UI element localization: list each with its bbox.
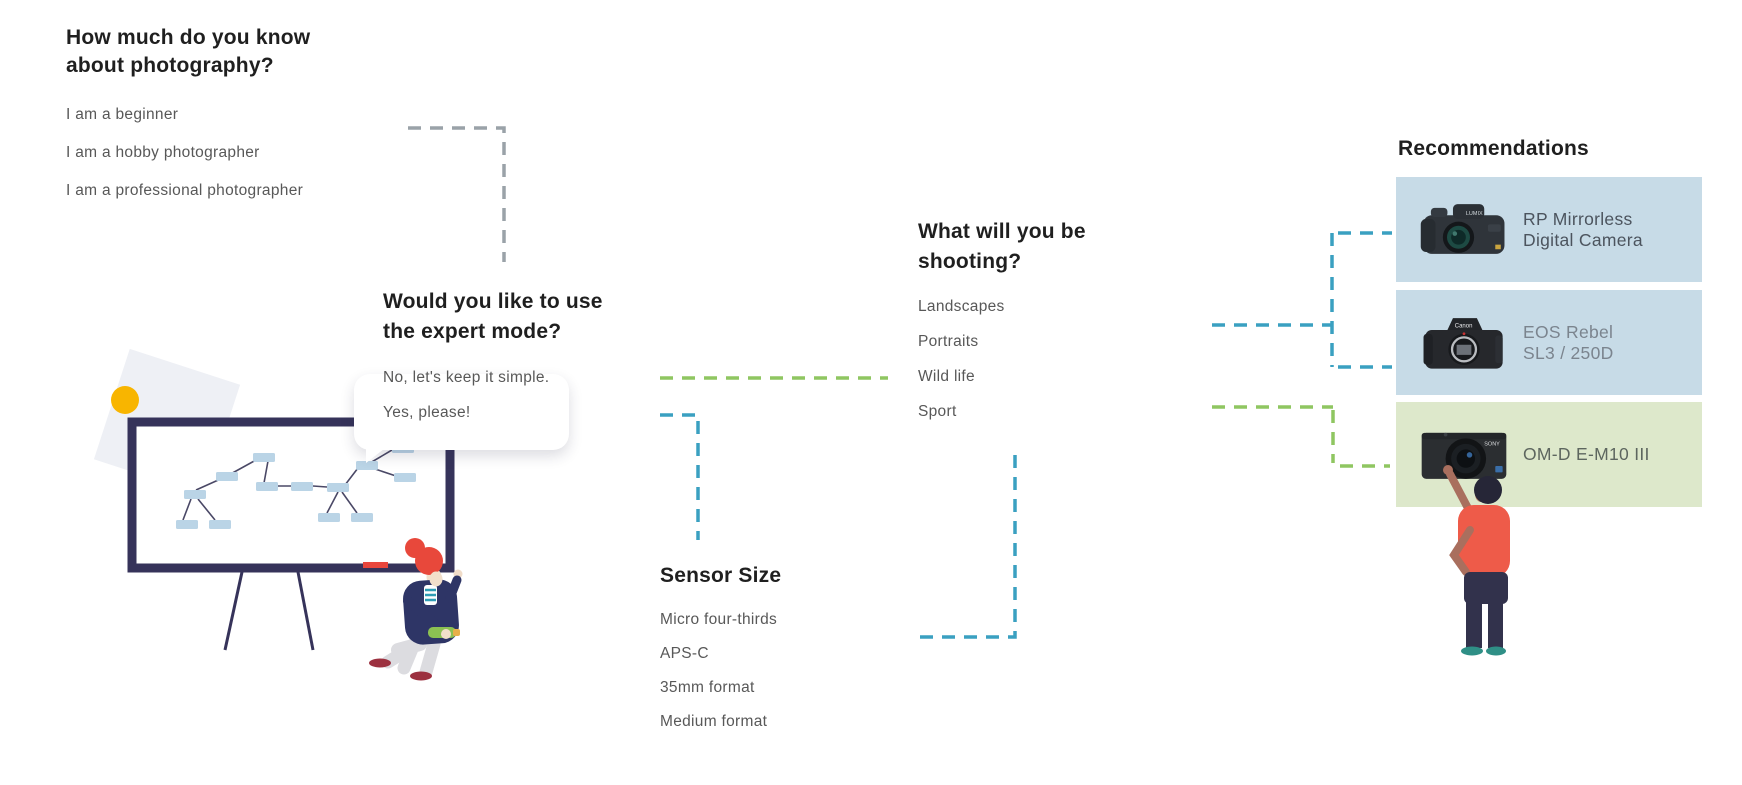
options-knowledge: I am a beginner I am a hobby photographe… xyxy=(66,96,303,210)
title-line: about photography? xyxy=(66,54,274,77)
bridge-camera-image: LUMIX xyxy=(1420,204,1505,254)
option-micro-four-thirds[interactable]: Micro four-thirds xyxy=(660,611,778,628)
presenter-jacket xyxy=(403,579,459,645)
brand-label: LUMIX xyxy=(1466,211,1483,217)
option-portraits[interactable]: Portraits xyxy=(918,332,979,350)
recommendation-card-rp-mirrorless[interactable]: LUMIX RP Mirrorless Digital Camera xyxy=(1396,177,1702,282)
card-title: RP Mirrorless Digital Camera xyxy=(1523,208,1643,250)
connector-shooting-to-sensor xyxy=(912,455,1017,639)
option-medium-format[interactable]: Medium format xyxy=(660,713,768,730)
presenter-hair-bun xyxy=(415,547,443,575)
compact-camera-image: SONY xyxy=(1421,432,1507,479)
pointer-leg xyxy=(1488,600,1503,648)
card-title: EOS Rebel SL3 / 250D xyxy=(1523,321,1614,363)
title-line: the expert mode? xyxy=(383,320,562,343)
recommendations-title: Recommendations xyxy=(1398,137,1589,160)
option-landscapes[interactable]: Landscapes xyxy=(918,297,1005,315)
board-red-marker xyxy=(363,562,388,568)
recommendation-card-eos-rebel[interactable]: Canon EOS Rebel SL3 / 250D xyxy=(1396,290,1702,395)
presenter-striped-shirt xyxy=(425,588,436,602)
connector-expert-yes-to-sensor xyxy=(660,413,700,540)
presenter-arm xyxy=(403,596,449,636)
title-line: Sensor Size xyxy=(660,564,782,587)
presenter-raised-hand xyxy=(453,569,463,579)
recommendation-card-omd[interactable]: SONY OM-D E-M10 III xyxy=(1396,402,1702,507)
option-keep-it-simple[interactable]: No, let's keep it simple. xyxy=(383,368,550,386)
question-title-shooting: What will you be shooting? xyxy=(918,217,1086,277)
presenter-shoe xyxy=(369,658,391,668)
pointer-shoe xyxy=(1486,646,1506,656)
option-wild-life[interactable]: Wild life xyxy=(918,367,975,385)
card-title: OM-D E-M10 III xyxy=(1523,444,1650,464)
presenter-shoe xyxy=(410,671,432,681)
pointer-shoe xyxy=(1461,646,1483,656)
question-title-expert-mode: Would you like to use the expert mode? xyxy=(383,287,603,347)
easel-leg-right xyxy=(296,571,315,651)
options-expert-mode: No, let's keep it simple. Yes, please! xyxy=(383,360,549,430)
option-yes-please[interactable]: Yes, please! xyxy=(383,403,471,421)
brand-label: SONY xyxy=(1484,442,1500,448)
yellow-dot-decoration xyxy=(111,386,139,414)
title-line: shooting? xyxy=(918,250,1022,273)
dslr-camera-image: Canon xyxy=(1423,318,1503,369)
option-aps-c[interactable]: APS-C xyxy=(660,645,709,662)
brand-label: Canon xyxy=(1455,323,1473,329)
connector-knowledge-to-expert xyxy=(408,126,506,262)
presenter-face xyxy=(426,568,442,586)
option-beginner[interactable]: I am a beginner xyxy=(66,106,179,123)
akimbo-arm xyxy=(1449,526,1474,576)
decision-tree-edges xyxy=(182,449,397,521)
pointer-leg xyxy=(1466,600,1482,648)
option-sport[interactable]: Sport xyxy=(918,402,957,420)
option-hobby-photographer[interactable]: I am a hobby photographer xyxy=(66,144,260,161)
title-line: What will you be xyxy=(918,220,1086,243)
title-line: How much do you know xyxy=(66,26,311,49)
question-title-knowledge: How much do you know about photography? xyxy=(66,24,310,80)
options-shooting: Landscapes Portraits Wild life Sport xyxy=(918,289,1005,429)
question-title-sensor-size: Sensor Size xyxy=(660,561,781,590)
options-sensor-size: Micro four-thirds APS-C 35mm format Medi… xyxy=(660,603,777,739)
presenter-person xyxy=(369,538,463,681)
pointer-shirt xyxy=(1458,505,1510,577)
option-35mm-format[interactable]: 35mm format xyxy=(660,679,755,696)
easel-leg-left xyxy=(223,571,244,651)
title-line: Would you like to use xyxy=(383,290,603,313)
speech-bubble xyxy=(354,374,569,463)
green-marker xyxy=(428,627,456,638)
connector-to-card-omd xyxy=(1212,405,1390,468)
option-professional-photographer[interactable]: I am a professional photographer xyxy=(66,182,304,199)
tilted-square-decoration xyxy=(93,348,241,496)
connector-to-cards-teal xyxy=(1212,231,1392,369)
